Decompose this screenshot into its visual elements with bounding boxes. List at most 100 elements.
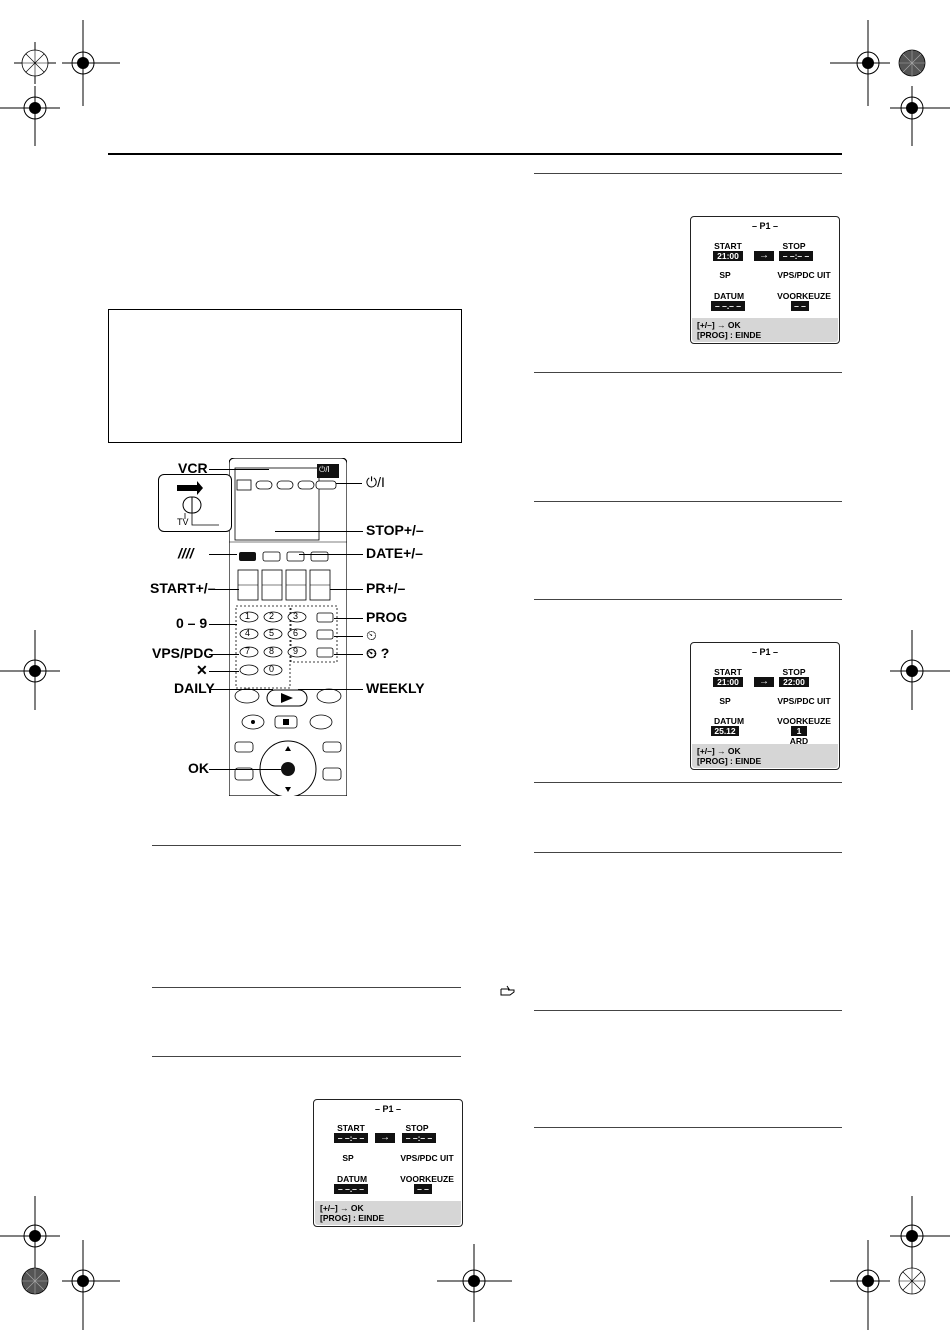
note-box [108, 309, 462, 443]
osd-start-label: START [714, 241, 742, 251]
leader-line [209, 689, 273, 690]
osd-stop-label: STOP [405, 1123, 429, 1133]
leader-line [334, 618, 363, 619]
osd-date-label: DATUM [336, 1174, 368, 1184]
stop-label: STOP+/– [366, 522, 424, 538]
osd-stop-value: – –:– – [402, 1133, 436, 1143]
step-rule [534, 501, 842, 502]
leader-line [209, 469, 269, 470]
remote-digit[interactable]: 5 [269, 628, 275, 638]
tv-vcr-switch-inset: TV [158, 474, 232, 532]
osd-footer-line-1: [+/–] → OK [697, 746, 741, 756]
remote-digit[interactable]: 1 [245, 611, 251, 621]
osd-date-label: DATUM [713, 716, 745, 726]
pointing-hand-icon [500, 984, 516, 996]
remote-digit[interactable]: 3 [293, 611, 299, 621]
digits-label: 0 – 9 [176, 615, 208, 631]
leader-line [209, 624, 237, 625]
osd-start-label: START [337, 1123, 365, 1133]
header-rule [108, 153, 842, 155]
osd-date-label: DATUM [713, 291, 745, 301]
osd-stop-value: – –:– – [779, 251, 813, 261]
osd-stop-label: STOP [782, 667, 806, 677]
osd-stop-label: STOP [782, 241, 806, 251]
step-rule [152, 845, 461, 846]
osd-title: – P1 – [751, 647, 779, 657]
osd-vps: VPS/PDC UIT [777, 696, 831, 706]
step-rule [152, 987, 461, 988]
osd-start-label: START [714, 667, 742, 677]
remote-digit[interactable]: 8 [269, 646, 275, 656]
osd-screen-1: – P1 – START 21:00 → STOP – –:– – SP VPS… [690, 216, 840, 344]
leader-line [209, 654, 239, 655]
osd-footer-line-1: [+/–] → OK [697, 320, 741, 330]
osd-footer-line-2: [PROG] : EINDE [697, 330, 762, 340]
remote-digit[interactable]: 7 [245, 646, 251, 656]
osd-start-value: 21:00 [713, 677, 743, 687]
osd-date-value: 25.12 [711, 726, 739, 736]
slash-label: //// [178, 545, 194, 561]
osd-preset-value: – – [791, 301, 809, 311]
remote-digit[interactable]: 9 [293, 646, 299, 656]
osd-footer: [+/–] → OK [PROG] : EINDE [692, 744, 838, 768]
step-rule [534, 1127, 842, 1128]
power-label: ⏻/I [366, 474, 385, 490]
arrow-right-icon: → [754, 251, 774, 261]
arrow-right-icon: → [754, 677, 774, 687]
power-key[interactable]: ⏻/I [319, 465, 330, 474]
osd-footer: [+/–] → OK [PROG] : EINDE [692, 318, 838, 342]
osd-screen-3: – P1 – START – –:– – → STOP – –:– – SP V… [313, 1099, 463, 1227]
osd-vps: VPS/PDC UIT [777, 270, 831, 280]
osd-speed: SP [342, 1153, 354, 1163]
leader-line [330, 589, 363, 590]
start-label: START+/– [150, 580, 216, 596]
step-rule [534, 599, 842, 600]
prog-label: PROG [366, 609, 408, 625]
weekly-label: WEEKLY [366, 680, 425, 696]
osd-vps: VPS/PDC UIT [400, 1153, 454, 1163]
step-rule [534, 852, 842, 853]
daily-label: DAILY [174, 680, 215, 696]
leader-line [209, 769, 281, 770]
osd-preset-label: VOORKEUZE [777, 291, 831, 301]
leader-line [209, 671, 239, 672]
remote-digit[interactable]: 4 [245, 628, 251, 638]
osd-date-value: – –.– – [334, 1184, 368, 1194]
leader-line [334, 654, 363, 655]
pr-label: PR+/– [366, 580, 406, 596]
osd-start-value: – –:– – [334, 1133, 368, 1143]
osd-footer: [+/–] → OK [PROG] : EINDE [315, 1201, 461, 1225]
step-rule [534, 1010, 842, 1011]
leader-line [275, 531, 363, 532]
step-rule [534, 782, 842, 783]
step-rule [534, 372, 842, 373]
vcr-label: VCR [178, 460, 208, 476]
tv-label: TV [177, 517, 189, 527]
vps-label: VPS/PDC [152, 645, 214, 661]
remote-digit[interactable]: 6 [293, 628, 299, 638]
osd-preset-value: – – [414, 1184, 432, 1194]
remote-control: 1 2 3 4 5 6 7 8 9 0 ⏻/I [229, 458, 347, 796]
osd-speed: SP [719, 696, 731, 706]
leader-line [334, 636, 363, 637]
osd-footer-line-1: [+/–] → OK [320, 1203, 364, 1213]
osd-date-value: – –.– – [711, 301, 745, 311]
osd-start-value: 21:00 [713, 251, 743, 261]
osd-title: – P1 – [374, 1104, 402, 1114]
leader-line [299, 554, 363, 555]
leader-line [298, 689, 363, 690]
osd-footer-line-2: [PROG] : EINDE [697, 756, 762, 766]
step-rule [534, 173, 842, 174]
leader-line [209, 554, 237, 555]
timer-query-label: ⏲ ? [366, 645, 390, 661]
leader-line [209, 589, 239, 590]
remote-digit[interactable]: 0 [269, 664, 275, 674]
ok-label: OK [188, 760, 209, 776]
osd-preset-name: ARD [789, 736, 809, 746]
osd-preset-label: VOORKEUZE [400, 1174, 454, 1184]
osd-preset-value: 1 [791, 726, 807, 736]
step-rule [152, 1056, 461, 1057]
osd-title: – P1 – [751, 221, 779, 231]
remote-digit[interactable]: 2 [269, 611, 275, 621]
